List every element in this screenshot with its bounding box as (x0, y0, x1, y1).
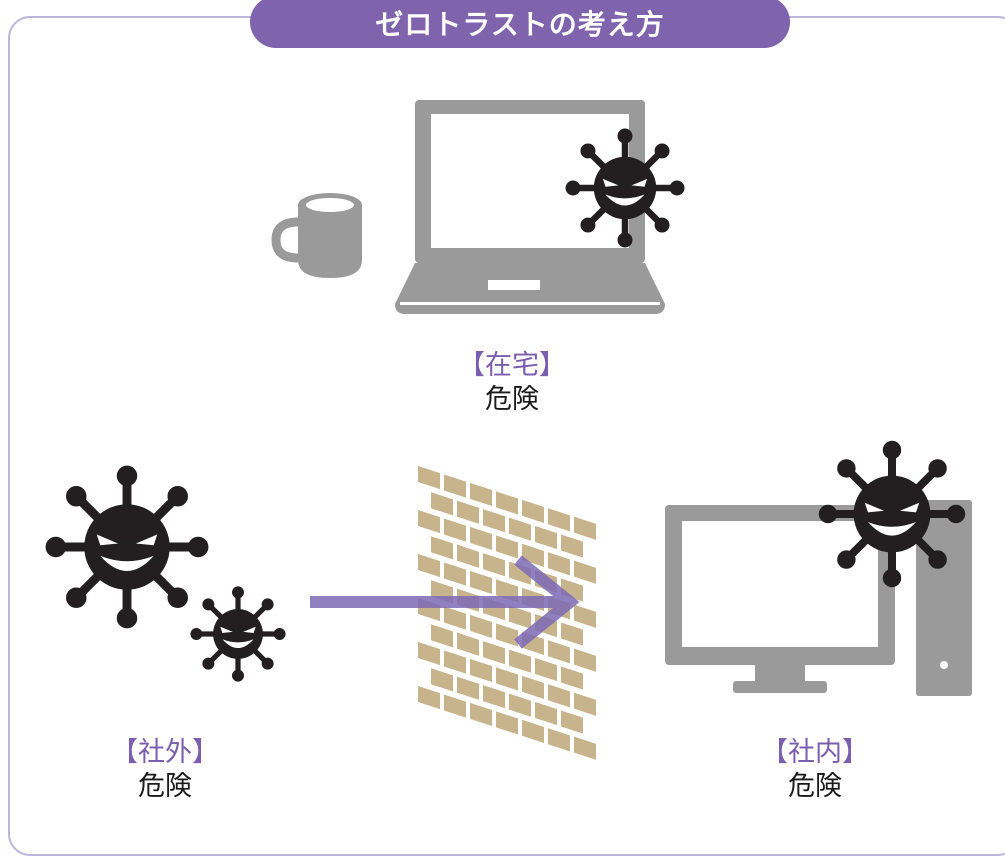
virus-icon (566, 129, 684, 247)
outside-label: 【社外】 危険 (85, 736, 245, 804)
diagram-frame: ゼロトラストの考え方 (8, 0, 1005, 856)
zero-trust-scene (0, 100, 972, 760)
virus-icon (46, 466, 208, 628)
inside-status: 危険 (788, 771, 842, 802)
virus-icon (819, 441, 965, 587)
inside-label: 【社内】 危険 (735, 736, 895, 804)
outside-status: 危険 (138, 771, 192, 802)
firewall-icon (418, 466, 596, 760)
home-status: 危険 (485, 384, 539, 415)
home-location: 【在宅】 (458, 350, 566, 381)
mug-icon (271, 193, 362, 278)
inside-location: 【社内】 (761, 737, 869, 768)
title-banner: ゼロトラストの考え方 (250, 0, 790, 48)
virus-icon (191, 587, 286, 682)
outside-location: 【社外】 (111, 737, 219, 768)
home-label: 【在宅】 危険 (432, 349, 592, 417)
diagram-title: ゼロトラストの考え方 (375, 8, 665, 41)
arrow-icon (310, 555, 580, 649)
